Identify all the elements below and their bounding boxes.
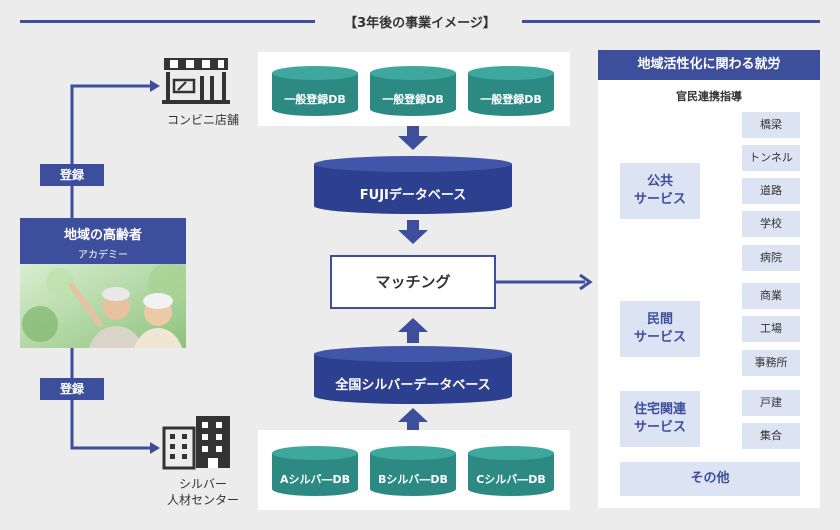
public-item-bridge: 橋梁	[742, 112, 800, 138]
building-icon	[162, 416, 230, 470]
general-db-1: 一般登録DB	[272, 66, 358, 116]
housing-item-collective: 集合	[742, 423, 800, 449]
silver-label-line2: 人材センター	[166, 493, 239, 507]
silver-center-label: シルバー 人材センター	[148, 476, 258, 508]
general-db-3-label: 一般登録DB	[480, 93, 542, 106]
store-label: コンビニ店舗	[166, 113, 239, 127]
regional-employment-title: 地域活性化に関わる就労	[598, 50, 820, 80]
private-services-line1: 民間	[646, 312, 673, 327]
general-db-2-label: 一般登録DB	[382, 93, 444, 106]
public-item-school: 学校	[742, 211, 800, 237]
fuji-database-label: FUJIデータベース	[359, 188, 467, 203]
general-db-3: 一般登録DB	[468, 66, 554, 116]
diagram-title: 【3年後の事業イメージ】	[344, 16, 496, 31]
register-badge-bottom: 登録	[40, 378, 104, 400]
national-silver-database-label: 全国シルバーデータベース	[335, 378, 491, 393]
arrow-to-silver	[150, 442, 160, 454]
arrow-matching-to-right	[579, 273, 593, 291]
fuji-database: FUJIデータベース	[314, 156, 512, 214]
arrow-to-store	[150, 80, 160, 92]
public-services-line2: サービス	[633, 192, 686, 207]
private-item-office: 事務所	[742, 350, 800, 376]
elderly-people-photo	[20, 264, 186, 348]
other-box: その他	[620, 462, 800, 496]
arrow-down-1-stem	[407, 126, 419, 138]
title-line-left	[20, 20, 315, 23]
arrow-down-2-head	[398, 230, 428, 244]
private-item-commercial: 商業	[742, 283, 800, 309]
arrow-down-2-stem	[407, 220, 419, 232]
arrow-down-1-head	[398, 136, 428, 150]
elderly-title: 地域の高齢者	[63, 228, 142, 243]
title-line-right	[522, 20, 820, 23]
national-silver-database: 全国シルバーデータベース	[314, 346, 512, 404]
private-services-line2: サービス	[633, 330, 686, 345]
general-db-1-label: 一般登録DB	[284, 93, 346, 106]
title-bar: 【3年後の事業イメージ】	[0, 12, 840, 31]
public-services-box: 公共 サービス	[620, 163, 700, 219]
public-private-subtitle: 官民連携指導	[676, 90, 742, 103]
public-services-line1: 公共	[646, 174, 673, 189]
housing-services-line2: サービス	[633, 420, 686, 435]
silver-db-c: Cシルバ―DB	[468, 446, 554, 496]
public-item-hospital: 病院	[742, 245, 800, 271]
silver-label-line1: シルバー	[178, 477, 227, 491]
arrow-up-1-head	[398, 318, 428, 332]
elderly-subtitle: アカデミー	[78, 250, 128, 261]
elderly-header: 地域の高齢者 アカデミー	[20, 218, 186, 264]
arrow-up-2-head	[398, 408, 428, 422]
housing-item-detached: 戸建	[742, 390, 800, 416]
silver-db-a: Aシルバ―DB	[272, 446, 358, 496]
arrow-up-2-stem	[407, 421, 419, 431]
private-services-box: 民間 サービス	[620, 301, 700, 357]
public-item-tunnel: トンネル	[742, 145, 800, 171]
general-db-2: 一般登録DB	[370, 66, 456, 116]
register-badge-top: 登録	[40, 164, 104, 186]
housing-services-box: 住宅関連 サービス	[620, 391, 700, 447]
line-elder-to-store	[70, 84, 150, 218]
silver-db-b: Bシルバ―DB	[370, 446, 456, 496]
matching-box: マッチング	[330, 255, 496, 309]
storefront-icon	[162, 58, 230, 104]
arrow-up-1-stem	[407, 331, 419, 343]
silver-db-a-label: Aシルバ―DB	[279, 473, 351, 486]
private-item-factory: 工場	[742, 316, 800, 342]
silver-db-b-label: Bシルバ―DB	[378, 473, 448, 486]
public-item-road: 道路	[742, 178, 800, 204]
housing-services-line1: 住宅関連	[633, 402, 686, 417]
silver-db-c-label: Cシルバ―DB	[476, 473, 546, 486]
elderly-academy-box: 地域の高齢者 アカデミー	[20, 218, 186, 348]
